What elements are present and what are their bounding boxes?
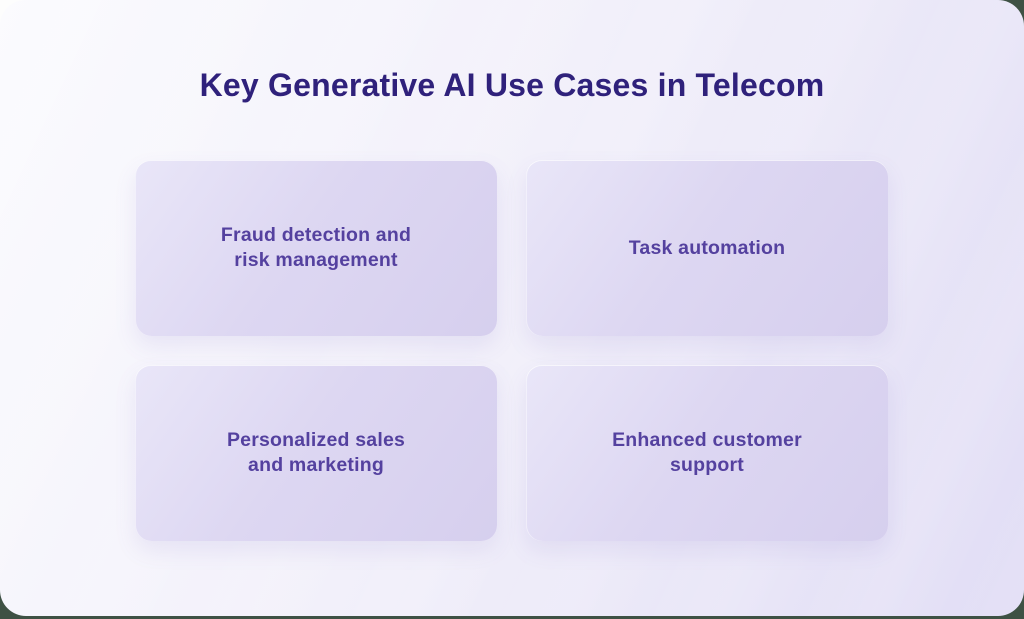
use-case-card-fraud-risk: Fraud detection and risk management [135, 160, 497, 336]
use-case-card-label: Fraud detection and risk management [220, 224, 412, 271]
use-case-card-label: Personalized sales and marketing [226, 429, 406, 476]
use-case-card-label: Enhanced customer support [612, 429, 802, 476]
use-case-grid: Fraud detection and risk management Task… [135, 160, 888, 541]
page-title: Key Generative AI Use Cases in Telecom [199, 67, 825, 103]
use-case-card-personalized-sales: Personalized sales and marketing [135, 365, 497, 541]
use-case-card-label: Task automation [628, 236, 786, 259]
use-case-card-customer-support: Enhanced customer support [526, 365, 888, 541]
use-case-card-task-automation: Task automation [526, 160, 888, 336]
